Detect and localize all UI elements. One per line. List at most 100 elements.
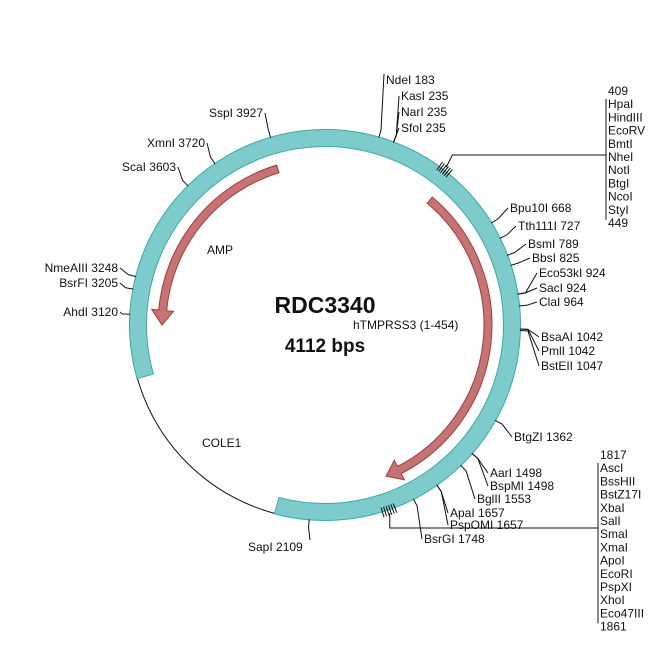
site-tick [510, 257, 531, 266]
mcs-enzyme: BtgI [608, 176, 629, 190]
site-label: SacI 924 [539, 281, 587, 295]
site-tick [436, 484, 449, 526]
feature-htmprss3 [385, 196, 493, 481]
site-tick [119, 282, 134, 290]
site-tick [519, 301, 538, 307]
mcs-layer: 409HpaIHindIIIEcoRVBmtINheINotIBtgINcoIS… [380, 84, 645, 634]
site-label: BspMI 1498 [490, 479, 554, 493]
site-tick [393, 127, 400, 143]
mcs-enzyme: BssHII [600, 474, 635, 488]
site-tick [308, 519, 311, 541]
site-label: NdeI 183 [386, 73, 435, 87]
mcs-tick [392, 503, 398, 513]
site-tick [490, 207, 509, 224]
feature-amp [150, 164, 280, 326]
site-label: SapI 2109 [248, 540, 303, 554]
site-label: KasI 235 [401, 89, 449, 103]
mcs-tick [441, 166, 449, 175]
mcs-enzyme: XbaI [600, 501, 625, 515]
site-label: Bpu10I 668 [510, 201, 572, 215]
site-tick [177, 166, 189, 187]
site-label: BsaAI 1042 [541, 330, 603, 344]
site-tick [519, 330, 540, 367]
mcs-enzyme: XmaI [600, 540, 628, 554]
mcs-enzyme: ApoI [600, 554, 625, 568]
mcs-tick [387, 505, 393, 515]
mcs-enzyme: EcoRI [600, 567, 633, 581]
site-label: BsrGI 1748 [424, 532, 485, 546]
mcs-enzyme: XhoI [600, 593, 625, 607]
mcs-tick [390, 504, 395, 514]
site-label: BglII 1553 [477, 492, 531, 506]
site-label: ScaI 3603 [122, 160, 176, 174]
site-label: BtgZI 1362 [514, 430, 573, 444]
mcs-enzyme: HpaI [608, 97, 633, 111]
site-tick [206, 142, 216, 165]
mcs-enzyme: NotI [608, 163, 630, 177]
site-label: SfoI 235 [401, 121, 446, 135]
features-layer [129, 129, 521, 521]
mcs-enzyme: BmtI [608, 137, 633, 151]
site-label: BsrFI 3205 [59, 276, 118, 290]
site-label: XmnI 3720 [147, 136, 205, 150]
site-label: BstEII 1047 [541, 359, 603, 373]
site-tick [517, 287, 538, 295]
mcs-tick [440, 164, 447, 174]
site-tick [519, 328, 540, 352]
mcs-enzyme: AscI [600, 461, 623, 475]
mcs-tick [436, 161, 444, 171]
site-tick [378, 73, 385, 138]
feature-label-amp: AMP [207, 243, 233, 257]
site-tick [119, 311, 131, 315]
feature-cole1 [129, 129, 521, 521]
site-label: PspOMI 1657 [450, 518, 524, 532]
mcs-tick [445, 169, 453, 178]
mcs-enzyme: SalI [600, 514, 621, 528]
mcs-enzyme: Eco47III [600, 606, 644, 620]
mcs-tick [438, 163, 445, 172]
mcs-enzyme: SmaI [600, 527, 628, 541]
site-label: NmeAIII 3248 [45, 261, 119, 275]
mcs-enzyme: NheI [608, 150, 633, 164]
site-label: AarI 1498 [490, 466, 542, 480]
feature-label-htmprss3: hTMPRSS3 (1-454) [353, 318, 458, 332]
mcs-enzyme: StyI [608, 203, 629, 217]
mcs-end: 449 [608, 216, 628, 230]
site-label: BbsI 825 [532, 251, 580, 265]
feature-label-cole1: COLE1 [202, 436, 242, 450]
mcs-end: 1861 [600, 620, 627, 634]
site-label: Tth111I 727 [518, 219, 581, 233]
mcs-tick [385, 505, 390, 516]
mcs-tick [383, 506, 388, 517]
mcs-tick [443, 167, 451, 177]
site-tick [506, 243, 527, 256]
site-tick [412, 498, 423, 540]
site-label: Eco53kI 924 [539, 266, 606, 280]
mcs-enzyme: EcoRV [608, 124, 645, 138]
plasmid-name: RDC3340 [275, 292, 376, 318]
site-label: PmlI 1042 [541, 344, 595, 358]
mcs-enzyme: BstZ17I [600, 488, 641, 502]
site-label: ClaI 964 [539, 295, 584, 309]
mcs-tick [380, 507, 385, 518]
mcs-start: 1817 [600, 448, 627, 462]
site-label: SspI 3927 [209, 106, 263, 120]
mcs-enzyme: NcoI [608, 190, 633, 204]
site-tick [499, 225, 517, 239]
site-tick [494, 419, 513, 438]
site-label: AhdI 3120 [63, 305, 118, 319]
plasmid-size: 4112 bps [285, 336, 365, 357]
site-tick [517, 272, 538, 295]
site-label: BsmI 789 [528, 237, 579, 251]
site-label: ApaI 1657 [450, 506, 505, 520]
site-label: NarI 235 [401, 105, 447, 119]
mcs-enzyme: PspXI [600, 580, 632, 594]
site-tick [264, 112, 272, 138]
site-tick [471, 452, 489, 487]
mcs-enzyme: HindIII [608, 110, 643, 124]
mcs-leader [389, 513, 598, 529]
site-tick [393, 111, 400, 143]
